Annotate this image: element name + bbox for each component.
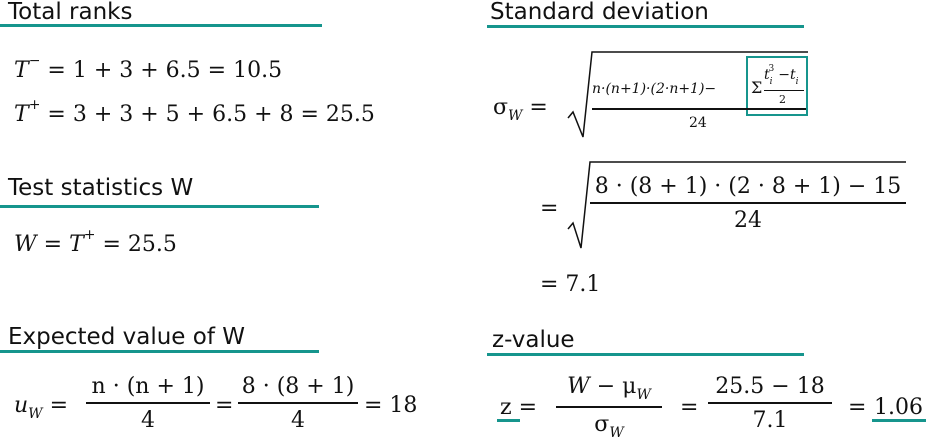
minus-t: −t (778, 67, 796, 83)
fraction-denominator: σW (556, 408, 662, 440)
minus-mu: − μ (589, 374, 637, 399)
equals-sign: = (49, 393, 68, 418)
heading-z-value: z-value (492, 327, 575, 353)
w-symbol: W (14, 232, 37, 257)
equation-t-plus: T+ = 3 + 3 + 5 + 6.5 + 8 = 25.5 (14, 98, 375, 126)
equals-sign: = (540, 196, 559, 221)
sd-formula-numerator: n·(n+1)·(2·n+1)− (592, 82, 716, 96)
z-result: 1.06 (874, 395, 923, 420)
w-symbol: W (567, 374, 590, 399)
fraction-bar (708, 402, 832, 404)
tie-sum-symbol: Σ (751, 78, 763, 97)
equation-t-minus: T− = 1 + 3 + 6.5 = 10.5 (14, 54, 282, 82)
sigma-symbol: σ (594, 411, 610, 437)
equals-sign: = (848, 395, 867, 420)
fraction-denominator: 7.1 (752, 407, 788, 433)
fraction-expected-general: n · (n + 1) 4 (86, 376, 210, 432)
heading-total-ranks: Total ranks (8, 0, 133, 25)
expected-result: = 18 (364, 393, 418, 418)
equals-sign: = (518, 395, 538, 420)
fraction-numerator: 25.5 − 18 (715, 374, 825, 399)
i-subscript: i (795, 77, 799, 87)
z-result-underline (872, 419, 926, 422)
heading-underline (0, 205, 319, 208)
sqrt-sign-general (567, 51, 808, 138)
sqrt-sign-numeric (567, 161, 906, 249)
fraction-denominator: 4 (291, 407, 305, 433)
z-lhs: z = (500, 397, 537, 419)
plus-superscript: + (83, 227, 96, 243)
heading-underline (0, 350, 319, 353)
w-rhs: = 25.5 (102, 232, 177, 257)
fraction-bar (590, 202, 906, 204)
fraction-expected-numeric: 8 · (8 + 1) 4 (238, 376, 358, 432)
w-subscript: W (636, 387, 651, 403)
fraction-denominator: 4 (141, 407, 155, 433)
fraction-bar (238, 402, 358, 404)
fraction-numerator: 8 · (8 + 1) (241, 374, 355, 399)
numerator-text: n·(n+1)·(2·n+1)− (592, 81, 717, 97)
fraction-numerator: n · (n + 1) (91, 374, 205, 399)
heading-underline (0, 24, 322, 27)
t-symbol: T (14, 102, 29, 127)
fraction-numerator: W − μW (556, 376, 662, 406)
fraction-bar (556, 406, 662, 408)
fraction-z-numeric: 25.5 − 18 7.1 (708, 376, 832, 432)
t-symbol: t (764, 67, 770, 83)
fraction-z-general: W − μW σW (556, 376, 662, 440)
fraction-bar (86, 402, 210, 404)
equals-sign: = (680, 395, 699, 420)
heading-underline (487, 353, 804, 356)
sd-formula-bar (592, 108, 806, 110)
t-minus-rhs: = 1 + 3 + 6.5 = 10.5 (47, 58, 283, 83)
equals-sign: = (215, 393, 234, 418)
equation-w: W = T+ = 25.5 (14, 228, 177, 256)
sigma-lhs: σW = (493, 95, 548, 124)
plus-superscript: + (28, 97, 41, 113)
cube-superscript: 3 (768, 64, 775, 74)
expected-lhs: uW = (14, 393, 68, 422)
t-symbol: T (14, 58, 29, 83)
tie-fraction-bar (764, 90, 804, 91)
w-subscript: W (609, 424, 624, 441)
fraction-numerator: 8 · (8 + 1) · (2 · 8 + 1) − 15 (594, 174, 902, 199)
sd-formula-denominator: 24 (689, 115, 707, 131)
heading-underline (487, 25, 804, 28)
t-symbol: T (69, 232, 84, 257)
tie-denominator: 2 (779, 93, 786, 106)
i-subscript: i (769, 77, 773, 87)
heading-test-statistics: Test statistics W (8, 175, 194, 201)
z-highlight-underline (497, 419, 520, 422)
sigma-symbol: σ (493, 95, 509, 120)
fraction-denominator: 24 (734, 207, 762, 233)
minus-superscript: − (28, 53, 41, 69)
tie-numerator: ti3−ti (764, 65, 799, 87)
u-symbol: u (14, 393, 29, 418)
equals-sign: = (529, 95, 548, 120)
t-plus-rhs: = 3 + 3 + 5 + 6.5 + 8 = 25.5 (47, 102, 375, 127)
z-symbol: z (500, 395, 512, 420)
heading-expected-value: Expected value of W (8, 324, 245, 350)
w-subscript: W (28, 406, 43, 422)
heading-standard-deviation: Standard deviation (490, 0, 709, 25)
w-subscript: W (508, 108, 523, 124)
fraction-sd-numeric: 8 · (8 + 1) · (2 · 8 + 1) − 15 24 (590, 176, 906, 232)
tie-correction-box (746, 56, 808, 116)
sd-result: = 7.1 (540, 272, 601, 297)
equals-sign: = (43, 232, 63, 257)
